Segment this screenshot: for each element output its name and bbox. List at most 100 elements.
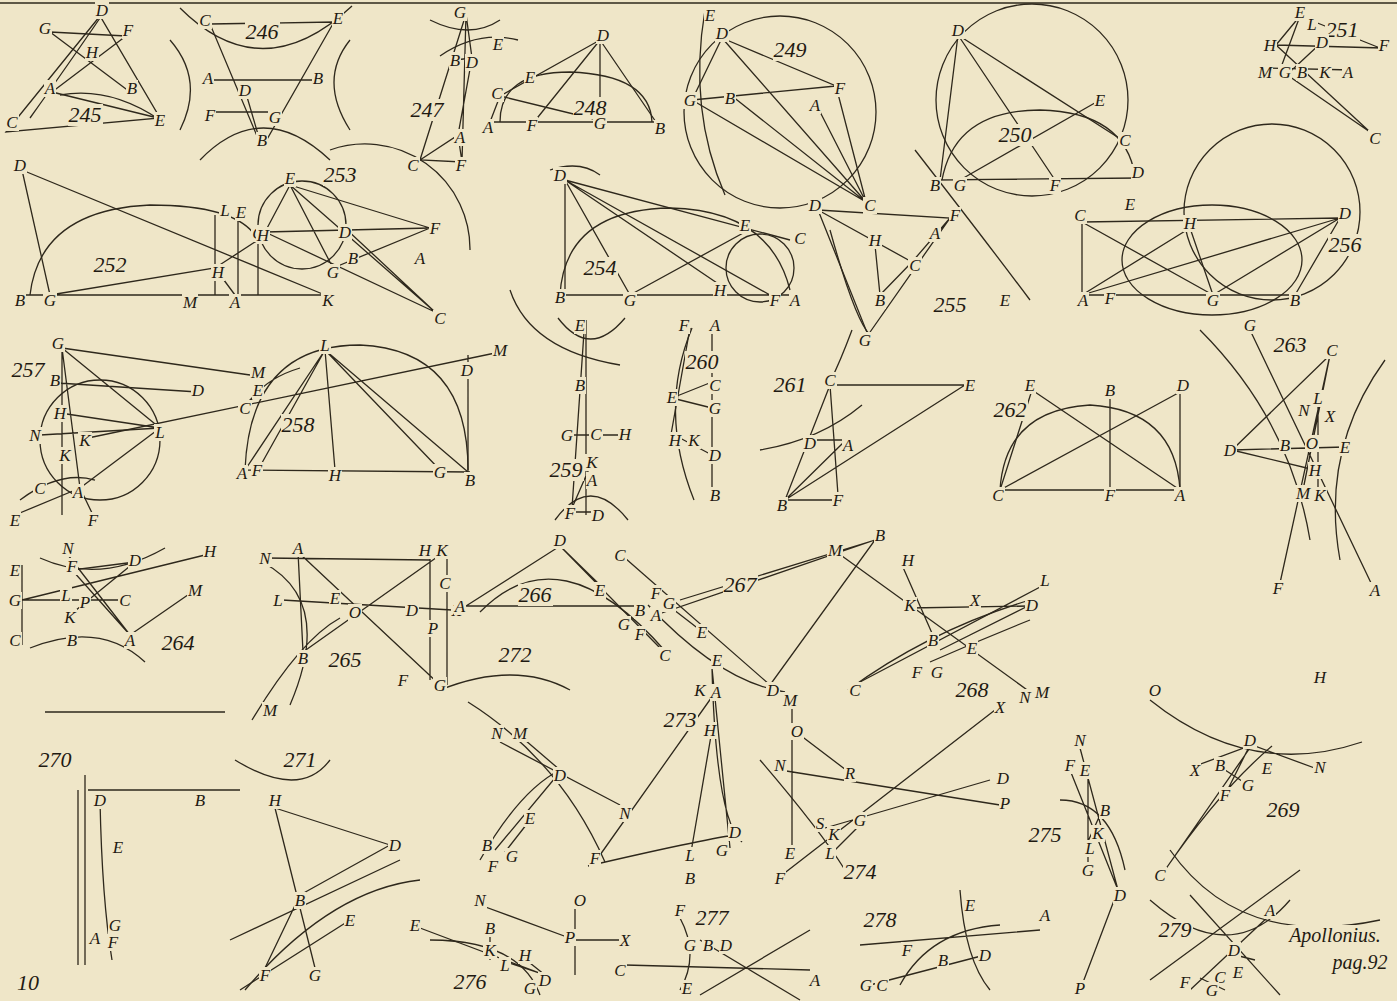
point-letter: B — [66, 632, 78, 649]
figure-265 — [252, 552, 452, 720]
point-letter: G — [38, 20, 52, 37]
point-letter: P — [1074, 980, 1086, 997]
point-letter: D — [808, 197, 822, 214]
point-letter: C — [406, 157, 419, 174]
construction-line — [785, 385, 965, 500]
construction-line — [860, 890, 1040, 990]
point-letter: B — [929, 177, 941, 194]
construction-line — [1260, 16, 1382, 132]
construction-line — [560, 208, 790, 295]
construction-line — [30, 205, 258, 295]
point-letter: N — [1073, 732, 1086, 749]
point-letter: F — [774, 870, 786, 887]
construction-line — [842, 556, 1042, 692]
point-letter: F — [1272, 580, 1284, 597]
point-letter: E — [666, 389, 678, 406]
point-letter: D — [553, 167, 567, 184]
point-letter: D — [1338, 205, 1352, 222]
figure-number: 261 — [773, 374, 808, 396]
figure-246 — [170, 6, 352, 160]
point-letter: G — [108, 917, 122, 934]
point-letter: E — [1294, 4, 1306, 21]
point-letter: B — [194, 792, 206, 809]
construction-line — [1200, 330, 1385, 560]
figure-number: 254 — [583, 257, 618, 279]
point-letter: H — [668, 432, 682, 449]
point-letter: L — [1306, 16, 1317, 33]
point-letter: O — [348, 604, 362, 621]
point-letter: H — [1308, 462, 1322, 479]
point-letter: F — [1104, 290, 1116, 307]
point-letter: F — [107, 934, 119, 951]
point-letter: D — [1243, 732, 1257, 749]
point-letter: X — [619, 932, 631, 949]
construction-line — [936, 4, 1128, 196]
page-note: pag.92 — [1332, 952, 1389, 972]
figure-number: 246 — [245, 21, 280, 43]
point-letter: L — [499, 957, 510, 974]
point-letter: L — [1084, 840, 1095, 857]
construction-line — [252, 562, 340, 720]
point-letter: B — [484, 920, 496, 937]
point-letter: H — [256, 227, 270, 244]
construction-line — [490, 40, 656, 122]
point-letter: E — [9, 562, 21, 579]
point-letter: G — [1278, 64, 1292, 81]
figure-number: 272 — [498, 644, 533, 666]
point-letter: A — [482, 119, 494, 136]
point-letter: A — [789, 292, 801, 309]
point-letter: D — [996, 770, 1010, 787]
point-letter: B — [297, 650, 309, 667]
point-letter: D — [728, 824, 742, 841]
point-letter: D — [1176, 377, 1190, 394]
point-letter: A — [586, 472, 598, 489]
point-letter: M — [262, 702, 278, 719]
point-letter: E — [696, 624, 708, 641]
point-letter: H — [1263, 37, 1277, 54]
point-letter: B — [709, 487, 721, 504]
point-letter: G — [617, 616, 631, 633]
point-letter: O — [1305, 435, 1319, 452]
point-letter: K — [63, 609, 76, 626]
point-letter: C — [1368, 130, 1381, 147]
figure-255 — [818, 150, 1030, 335]
figure-number: 277 — [695, 907, 730, 929]
construction-line — [6, 16, 160, 132]
point-letter: D — [715, 25, 729, 42]
point-letter: H — [53, 405, 67, 422]
point-letter: E — [1079, 762, 1091, 779]
point-letter: D — [1227, 942, 1241, 959]
point-letter: A — [1264, 902, 1276, 919]
point-letter: A — [292, 540, 304, 557]
point-letter: H — [868, 232, 882, 249]
construction-line — [40, 380, 160, 500]
point-letter: C — [793, 230, 806, 247]
figure-number: 275 — [1028, 824, 1063, 846]
point-letter: D — [465, 54, 479, 71]
point-letter: P — [999, 795, 1011, 812]
point-letter: E — [332, 10, 344, 27]
point-letter: G — [708, 400, 722, 417]
figure-number: 278 — [863, 909, 898, 931]
point-letter: K — [321, 292, 334, 309]
point-letter: E — [1024, 377, 1036, 394]
point-letter: G — [1241, 777, 1255, 794]
point-letter: C — [1073, 207, 1086, 224]
point-letter: H — [1313, 669, 1327, 686]
figure-254 — [510, 166, 795, 365]
point-letter: A — [229, 294, 241, 311]
figure-number: 258 — [281, 414, 316, 436]
point-letter: E — [235, 204, 247, 221]
figure-number: 279 — [1158, 919, 1193, 941]
point-letter: A — [1077, 292, 1089, 309]
point-letter: K — [1313, 487, 1326, 504]
construction-line — [625, 540, 875, 685]
point-letter: K — [693, 682, 706, 699]
construction-line — [780, 708, 1000, 875]
figure-number: 10 — [16, 972, 40, 994]
point-letter: N — [28, 427, 41, 444]
point-letter: M — [1257, 64, 1273, 81]
figure-number: 265 — [328, 649, 363, 671]
construction-line — [848, 600, 1030, 690]
point-letter: A — [809, 972, 821, 989]
